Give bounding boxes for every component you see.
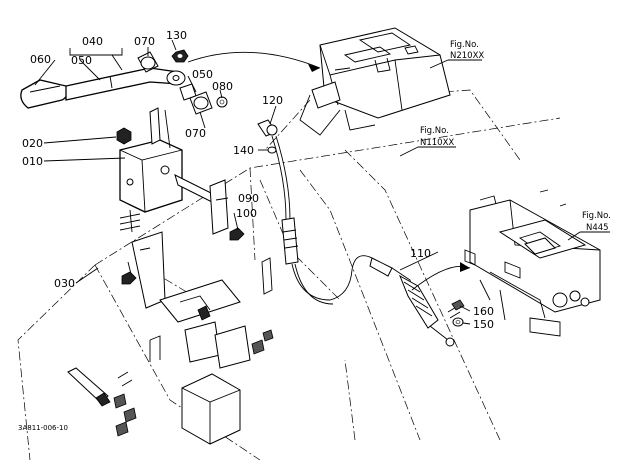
- figref-3-label: Fig.No.: [582, 211, 611, 221]
- callout-110: 110: [410, 247, 431, 260]
- callout-050-lower: 050: [192, 68, 213, 81]
- callout-070-upper: 070: [134, 35, 155, 48]
- figref-3-number: N445: [586, 223, 609, 233]
- lower-parts-drawing: [67, 367, 241, 445]
- callout-080: 080: [212, 80, 233, 93]
- seat-housing-drawing: [299, 27, 451, 136]
- transmission-drawing: [464, 189, 601, 337]
- callout-030: 030: [54, 277, 75, 290]
- callout-160: 160: [473, 305, 494, 318]
- leader-lines: [34, 39, 471, 325]
- callout-130: 130: [166, 29, 187, 42]
- lever-assembly-drawing: [20, 49, 321, 115]
- plate-drawing: [131, 231, 274, 369]
- frame-centerlines: [17, 89, 561, 460]
- figref-1-number: N210XX: [450, 51, 484, 61]
- figref-2-label: Fig.No.: [420, 126, 449, 136]
- callout-040: 040: [82, 35, 103, 48]
- callout-120: 120: [262, 94, 283, 107]
- figref-1-label: Fig.No.: [450, 40, 479, 50]
- cable-drawing: [257, 119, 471, 347]
- figref-2-number: N110XX: [420, 138, 454, 148]
- callout-140: 140: [233, 144, 254, 157]
- callout-060: 060: [30, 53, 51, 66]
- diagram-code: 3A811-006-10: [18, 424, 68, 432]
- callout-150: 150: [473, 318, 494, 331]
- callout-100: 100: [236, 207, 257, 220]
- callout-090: 090: [238, 192, 259, 205]
- callout-020: 020: [22, 137, 43, 150]
- callout-070-lower: 070: [185, 127, 206, 140]
- callout-050-upper: 050: [71, 54, 92, 67]
- bracket-drawing: [116, 107, 245, 285]
- callout-010: 010: [22, 155, 43, 168]
